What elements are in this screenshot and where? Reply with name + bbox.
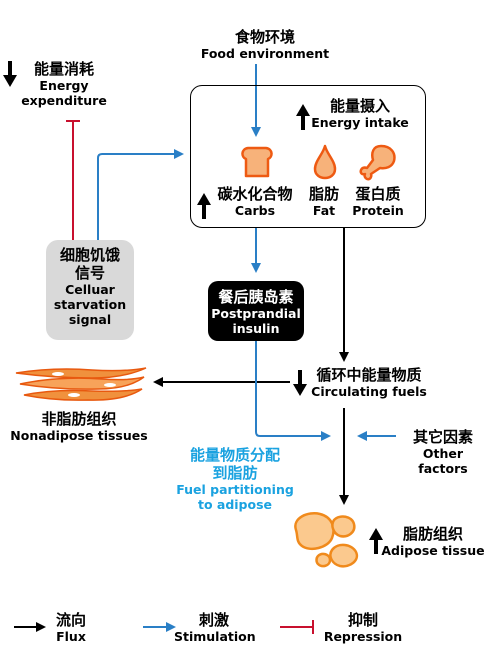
circulating-fuels-zh: 循环中能量物质 bbox=[316, 366, 422, 384]
energy-intake-label: 能量摄入 Energy intake bbox=[308, 97, 412, 130]
insulin-zh: 餐后胰岛素 bbox=[218, 288, 294, 306]
bread-icon bbox=[241, 146, 273, 178]
nonadipose-zh: 非脂肪组织 bbox=[41, 410, 117, 428]
legend-stimulation-zh: 刺激 bbox=[198, 611, 229, 629]
nutrient-carbs-en: Carbs bbox=[234, 203, 276, 218]
adipose-label: 脂肪组织 Adipose tissue bbox=[380, 525, 486, 558]
legend-repression-en: Repression bbox=[323, 629, 403, 644]
other-factors-zh: 其它因素 bbox=[412, 428, 473, 446]
fuel-partitioning-label: 能量物质分配 到脂肪 Fuel partitioning to adipose bbox=[166, 446, 304, 512]
up-arrow-icon bbox=[369, 528, 383, 554]
energy-intake-box bbox=[190, 85, 426, 228]
legend-flux: 流向 Flux bbox=[50, 611, 92, 644]
starvation-to-intake-arrow bbox=[97, 149, 184, 240]
nutrient-protein-en: Protein bbox=[352, 203, 404, 218]
nutrient-fat: 脂肪 Fat bbox=[302, 185, 346, 218]
legend-stimulation-en: Stimulation bbox=[174, 629, 256, 644]
nonadipose-label: 非脂肪组织 Nonadipose tissues bbox=[6, 410, 152, 443]
adipose-en: Adipose tissue bbox=[381, 543, 485, 558]
starvation-zh1: 细胞饥饿 bbox=[59, 246, 120, 264]
oil-drop-icon bbox=[313, 144, 337, 180]
energy-intake-zh: 能量摄入 bbox=[329, 97, 390, 115]
nutrient-protein-zh: 蛋白质 bbox=[355, 185, 401, 203]
adipose-zh: 脂肪组织 bbox=[402, 525, 463, 543]
legend-repression-zh: 抑制 bbox=[347, 611, 378, 629]
down-arrow-icon bbox=[3, 61, 17, 87]
down-arrow-icon bbox=[293, 370, 307, 396]
energy-expenditure-zh: 能量消耗 bbox=[33, 60, 94, 78]
food-environment-en: Food environment bbox=[200, 46, 330, 61]
legend-flux-en: Flux bbox=[56, 629, 86, 644]
nutrient-fat-zh: 脂肪 bbox=[308, 185, 339, 203]
starvation-zh2: 信号 bbox=[74, 264, 105, 282]
nonadipose-en: Nonadipose tissues bbox=[10, 428, 148, 443]
other-factors-label: 其它因素 Other factors bbox=[398, 428, 488, 476]
starvation-en2: starvation bbox=[53, 297, 127, 312]
drumstick-icon bbox=[359, 144, 396, 181]
energy-expenditure-en2: expenditure bbox=[21, 93, 107, 108]
nutrient-fat-en: Fat bbox=[312, 203, 336, 218]
up-arrow-icon bbox=[296, 104, 310, 130]
energy-expenditure-en1: Energy bbox=[39, 78, 89, 93]
circulating-fuels-label: 循环中能量物质 Circulating fuels bbox=[306, 366, 432, 399]
food-environment-zh: 食物环境 bbox=[234, 28, 295, 46]
starvation-en3: signal bbox=[68, 312, 112, 327]
insulin-en2: insulin bbox=[232, 321, 280, 336]
starvation-en1: Celluar bbox=[65, 282, 115, 297]
up-arrow-icon bbox=[197, 193, 211, 219]
fat-cells-icon bbox=[294, 512, 359, 568]
fuel-partitioning-en1: Fuel partitioning bbox=[176, 482, 294, 497]
fuel-partitioning-zh2: 到脂肪 bbox=[212, 464, 258, 482]
other-factors-en: Other factors bbox=[418, 446, 468, 476]
insulin-box: 餐后胰岛素 Postprandial insulin bbox=[208, 281, 304, 341]
nutrient-carbs: 碳水化合物 Carbs bbox=[210, 185, 300, 218]
insulin-en1: Postprandial bbox=[211, 306, 301, 321]
fuel-partitioning-zh1: 能量物质分配 bbox=[189, 446, 280, 464]
legend-repression: 抑制 Repression bbox=[318, 611, 408, 644]
nutrient-carbs-zh: 碳水化合物 bbox=[217, 185, 293, 203]
fuel-partitioning-en2: to adipose bbox=[197, 497, 273, 512]
circulating-fuels-en: Circulating fuels bbox=[311, 384, 427, 399]
legend-flux-zh: 流向 bbox=[55, 611, 86, 629]
starvation-signal-box: 细胞饥饿 信号 Celluar starvation signal bbox=[46, 240, 134, 340]
insulin-to-partition-arrow bbox=[255, 341, 331, 441]
muscle-fiber-icon bbox=[15, 367, 147, 401]
energy-intake-en: Energy intake bbox=[311, 115, 409, 130]
nutrient-protein: 蛋白质 Protein bbox=[348, 185, 408, 218]
legend-stimulation: 刺激 Stimulation bbox=[174, 611, 256, 644]
energy-expenditure-label: 能量消耗 Energy expenditure bbox=[16, 60, 112, 108]
food-environment-label: 食物环境 Food environment bbox=[190, 28, 340, 61]
